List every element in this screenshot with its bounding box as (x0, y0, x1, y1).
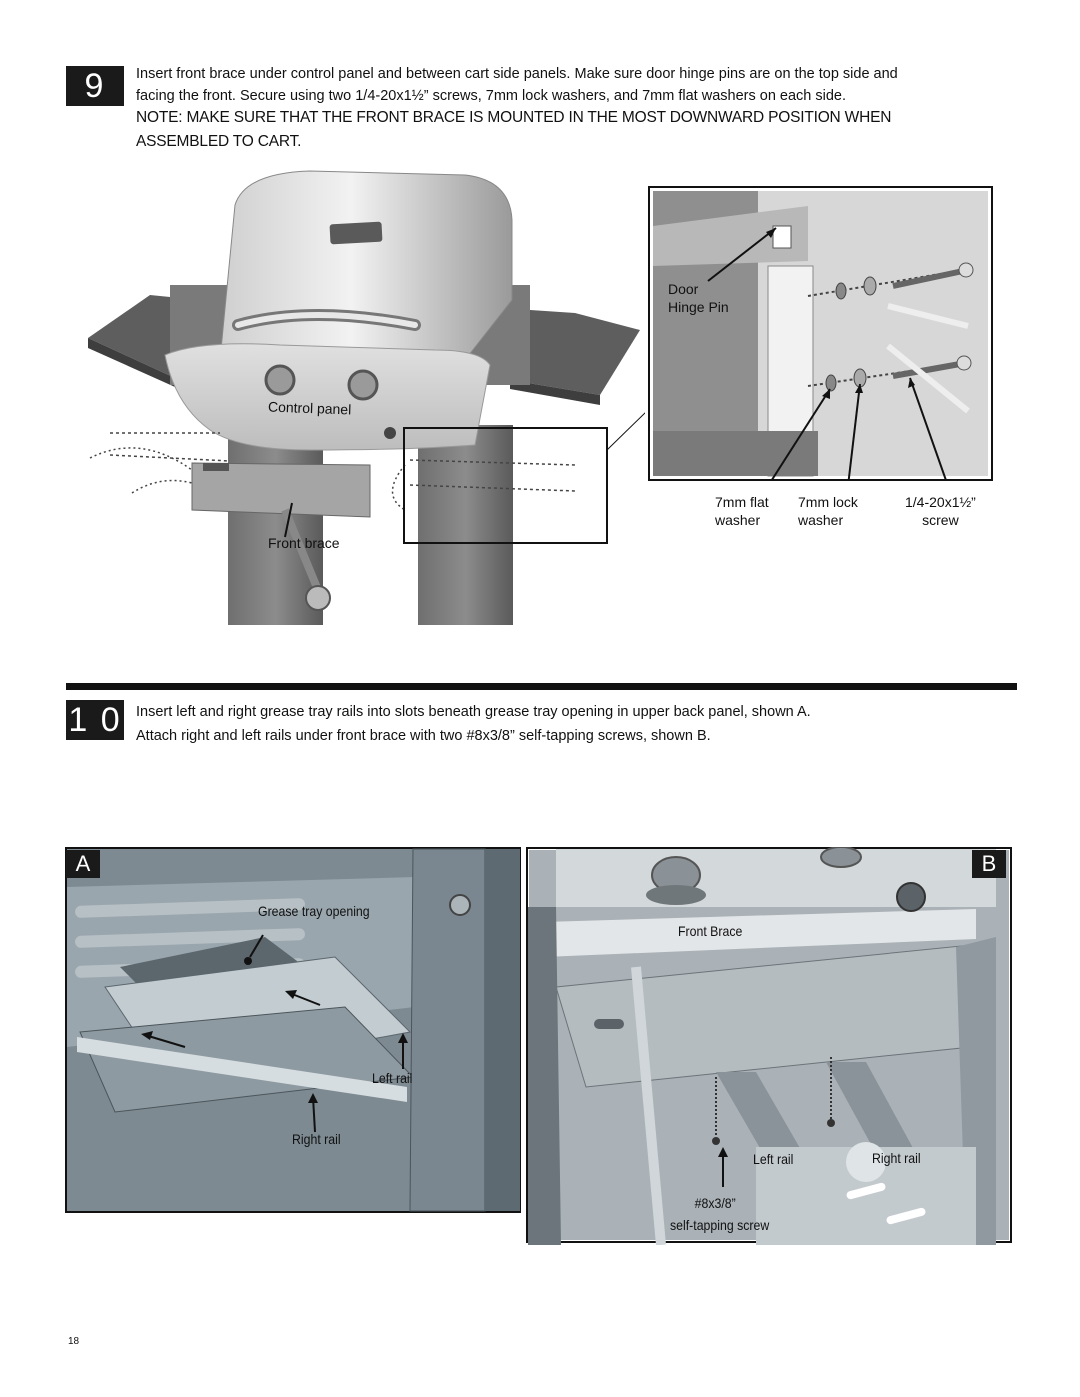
left-knob-icon (264, 364, 296, 396)
step-9-number: 9 (66, 66, 124, 106)
step-10-text-line-2: Attach right and left rails under front … (136, 728, 711, 744)
step-9-note-line-2: ASSEMBLED TO CART. (136, 133, 302, 150)
step-10-number: 1 0 (66, 700, 124, 740)
screw-label: 1/4-20x1½” screw (905, 493, 976, 529)
door-hinge-line-2: Hinge Pin (668, 299, 729, 315)
screw-type-line: self-tapping screw (670, 1217, 770, 1233)
door-hinge-line-1: Door (668, 281, 699, 297)
grease-tray-opening-label: Grease tray opening (258, 903, 370, 919)
screw-line-2: screw (922, 512, 959, 528)
hinge-detail-inset (648, 186, 993, 481)
grill-illustration (88, 170, 645, 625)
step-10-instructions: Insert left and right grease tray rails … (136, 700, 1036, 748)
control-panel-label: Control panel (267, 398, 352, 418)
panel-a-right-rail-label: Right rail (292, 1131, 341, 1147)
panel-b-right-rail-label: Right rail (872, 1150, 921, 1166)
panel-b-letter: B (972, 850, 1006, 878)
flat-washer-label: 7mm flat washer (715, 493, 769, 529)
panel-a-letter: A (66, 850, 100, 878)
lock-washer-line-1: 7mm lock (798, 494, 858, 510)
panel-b-left-rail-label: Left rail (753, 1151, 794, 1167)
flat-washer-line-2: washer (715, 512, 761, 528)
lock-washer-label: 7mm lock washer (798, 493, 858, 529)
screw-line-1: 1/4-20x1½” (905, 494, 976, 510)
step-9-note-line-1: NOTE: MAKE SURE THAT THE FRONT BRACE IS … (136, 109, 892, 126)
flat-washer-line-1: 7mm flat (715, 494, 769, 510)
page-number: 18 (68, 1336, 80, 1347)
right-knob-icon (347, 369, 379, 401)
step-divider (66, 683, 1017, 690)
panel-b-front-brace-label: Front Brace (678, 923, 743, 939)
control-panel (164, 343, 491, 451)
panel-a-left-rail-label: Left rail (372, 1070, 413, 1086)
step-9-text-line-2: facing the front. Secure using two 1/4-2… (136, 88, 847, 104)
screw-size-line: #8x3/8” (694, 1195, 736, 1211)
front-brace-part (191, 462, 371, 518)
step-10-text-line-1: Insert left and right grease tray rails … (136, 704, 811, 720)
right-leg (418, 425, 513, 625)
front-brace-label: Front brace (268, 535, 340, 551)
door-hinge-pin-label: Door Hinge Pin (668, 280, 729, 316)
lock-washer-line-2: washer (798, 512, 844, 528)
panel-a-illustration (65, 847, 521, 1213)
panel-b-illustration (526, 847, 1012, 1245)
step-9-note: NOTE: MAKE SURE THAT THE FRONT BRACE IS … (136, 106, 1056, 154)
step-9-text-line-1: Insert front brace under control panel a… (136, 66, 898, 82)
zoom-highlight-box (403, 427, 608, 544)
self-tapping-screw-label: #8x3/8” self-tapping screw (670, 1192, 769, 1236)
step-9-instructions: Insert front brace under control panel a… (136, 63, 1036, 107)
grill-lid (219, 170, 513, 361)
